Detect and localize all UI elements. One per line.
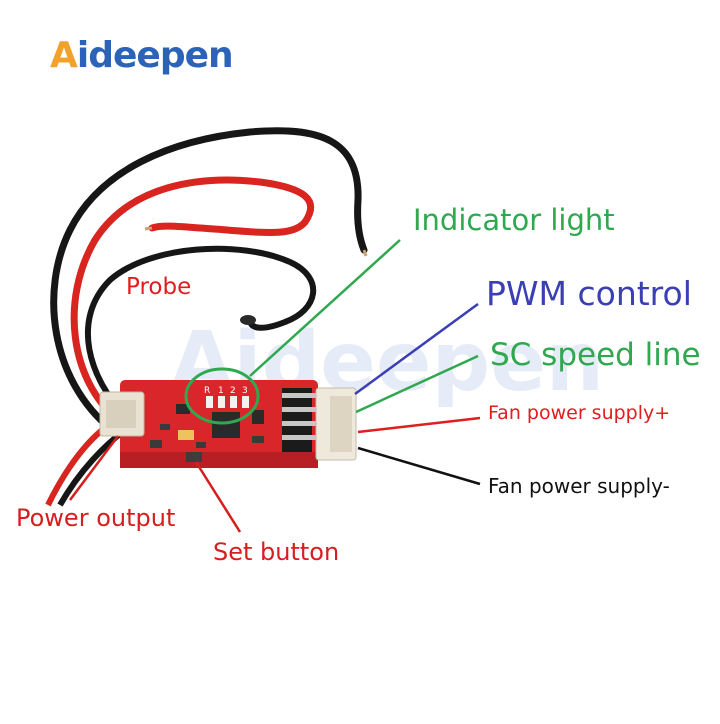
leader-indicator — [249, 239, 401, 377]
label-pwm-control: PWM control — [486, 274, 692, 313]
indicator-highlight-circle — [184, 367, 260, 425]
component-c — [150, 440, 162, 448]
label-probe: Probe — [126, 274, 192, 300]
label-sc-speed-line: SC speed line — [490, 337, 701, 373]
label-power-output: Power output — [16, 504, 176, 532]
probe-wire — [85, 245, 317, 418]
silkscreen-1: 1 — [218, 386, 224, 396]
red-wire — [70, 176, 314, 424]
header-pins — [282, 393, 316, 440]
set-button-part — [186, 452, 202, 462]
label-fan-power-minus: Fan power supply- — [488, 474, 670, 498]
component-b — [178, 430, 194, 440]
leader-pwm — [354, 302, 479, 396]
label-set-button: Set button — [213, 538, 340, 566]
black-wire-end — [362, 249, 368, 257]
leader-fan-minus — [357, 446, 481, 486]
chip-small — [176, 404, 190, 414]
component-e — [196, 442, 206, 448]
probe-tip — [240, 315, 256, 325]
component-a — [160, 424, 170, 430]
label-indicator-light: Indicator light — [413, 203, 615, 237]
indicator-leds — [206, 396, 249, 408]
fan-connector-ridge — [330, 396, 352, 452]
silkscreen-3: 3 — [242, 386, 248, 396]
leader-fan-plus — [357, 416, 481, 434]
leader-set-button — [194, 461, 242, 533]
red-wire-end — [144, 226, 153, 231]
silkscreen-r: R — [204, 386, 210, 396]
pcb-board-shade — [120, 452, 318, 468]
brand-logo: Aideepen — [50, 35, 234, 76]
fan-header-pins — [282, 388, 312, 452]
chip-small-2 — [252, 410, 264, 424]
component-d — [252, 436, 264, 443]
leader-power-output — [69, 435, 119, 501]
leader-sc — [355, 354, 479, 414]
label-fan-power-plus: Fan power supply+ — [488, 402, 671, 424]
black-wire-loop — [50, 127, 368, 434]
input-connector-slot — [106, 400, 136, 428]
silkscreen-2: 2 — [230, 386, 236, 396]
chip-main — [212, 412, 240, 438]
logo-lead-letter: A — [50, 35, 78, 76]
logo-rest: ideepen — [76, 35, 234, 76]
